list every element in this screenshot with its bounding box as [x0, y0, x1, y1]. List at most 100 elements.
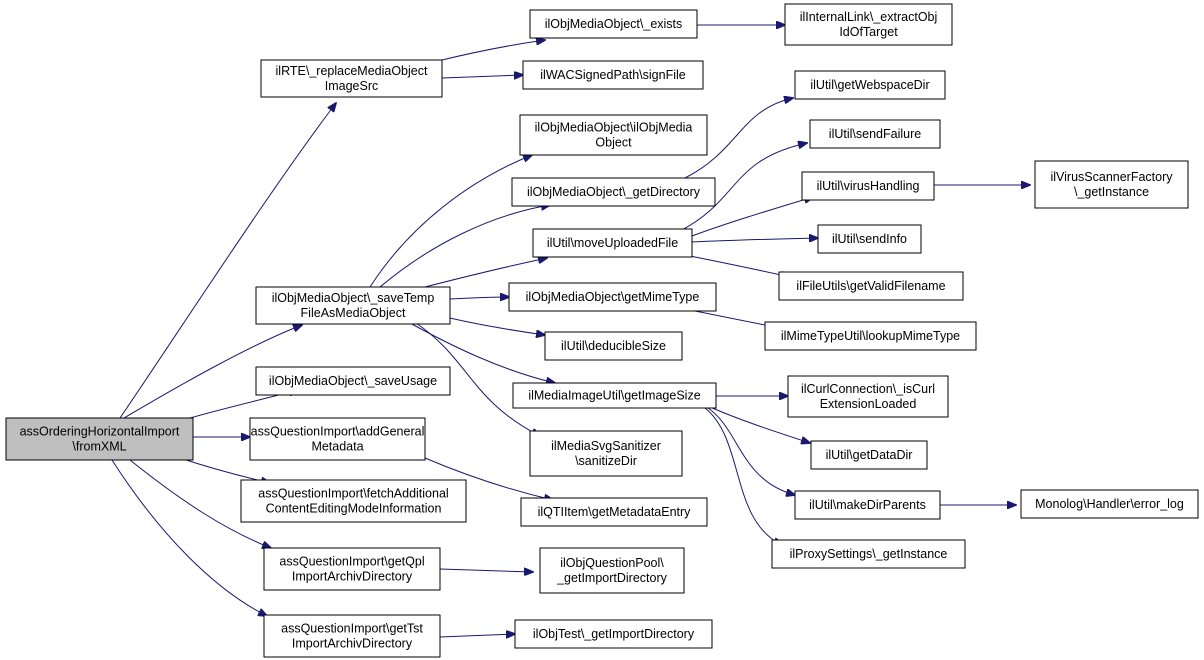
node-label-line: ilObjMediaObject\_saveUsage [269, 374, 437, 388]
node-label-line: ilRTE\_replaceMediaObject [276, 64, 428, 78]
node-box [5, 417, 194, 461]
node-label-line: ilMediaSvgSanitizer [551, 439, 661, 453]
node-box [511, 177, 716, 207]
nodes: assOrderingHorizontalImport\fromXML ilRTE… [5, 3, 1199, 658]
node-box [240, 479, 467, 523]
node-saveUsage[interactable]: ilObjMediaObject\_saveUsage [255, 366, 451, 396]
node-label-line: ilUtil\moveUploadedFile [547, 236, 678, 250]
node-virusHandling[interactable]: ilUtil\virusHandling [801, 171, 935, 201]
node-virusScanner[interactable]: ilVirusScannerFactory\_getInstance [1034, 160, 1189, 209]
node-signFile[interactable]: ilWACSignedPath\signFile [522, 60, 704, 90]
node-box [512, 382, 717, 409]
node-label-line: ImportArchivDirectory [292, 637, 413, 651]
node-label-line: assQuestionImport\addGeneral [251, 425, 425, 439]
edge-saveTemp-to-imageSize [409, 322, 555, 383]
edge-saveTemp-to-getMimeType [449, 297, 509, 299]
node-sendFailure[interactable]: ilUtil\sendFailure [809, 119, 941, 149]
node-box [539, 547, 685, 594]
node-label-line: ilUtil\deducibleSize [561, 339, 666, 353]
edge-saveTemp-to-deducible [449, 317, 545, 335]
node-metadataEntry[interactable]: ilQTIItem\getMetadataEntry [520, 497, 708, 527]
node-label-line: assQuestionImport\getQpl [279, 555, 424, 569]
node-label-line: \fromXML [72, 440, 126, 454]
node-getQpl[interactable]: assQuestionImport\getQplImportArchivDire… [263, 547, 441, 591]
edges [111, 25, 1030, 637]
node-label-line: ilObjMediaObject\_exists [545, 17, 683, 31]
node-box [1020, 489, 1199, 519]
node-label-line: ilObjMediaObject\ilObjMedia [535, 121, 693, 135]
node-tstImportDir[interactable]: ilObjTest\_getImportDirectory [514, 619, 713, 649]
node-label-line: ilUtil\makeDirParents [809, 498, 926, 512]
node-label-line: ilUtil\getDataDir [826, 448, 913, 462]
node-imageSize[interactable]: ilMediaImageUtil\getImageSize [512, 382, 717, 409]
node-label-line: ilUtil\sendFailure [829, 127, 921, 141]
node-box [255, 286, 451, 325]
node-label-line: Monolog\Handler\error_log [1035, 497, 1184, 511]
node-getTst[interactable]: assQuestionImport\getTstImportArchivDire… [263, 614, 441, 658]
node-sendInfo[interactable]: ilUtil\sendInfo [817, 224, 922, 254]
node-label-line: \_getInstance [1074, 185, 1149, 199]
node-box [544, 331, 683, 361]
node-box [260, 59, 443, 98]
node-errorLog[interactable]: Monolog\Handler\error_log [1020, 489, 1199, 519]
node-makeDirParents[interactable]: ilUtil\makeDirParents [794, 490, 941, 520]
node-label-line: ilVirusScannerFactory [1050, 170, 1173, 184]
node-label-line: ilObjMediaObject\_getDirectory [527, 185, 701, 199]
node-label-line: ilObjTest\_getImportDirectory [533, 627, 695, 641]
node-label-line: ilCurlConnection\_isCurl [801, 382, 935, 396]
edge-imageSize-to-proxy [704, 407, 782, 545]
edge-getQpl-to-qplImportDir [439, 569, 533, 572]
node-label-line: assQuestionImport\fetchAdditional [258, 487, 448, 501]
node-box [249, 417, 426, 461]
edge-moveUploaded-to-sendFailure [679, 143, 807, 232]
node-box [809, 119, 941, 149]
node-root[interactable]: assOrderingHorizontalImport\fromXML [5, 417, 194, 461]
node-proxy[interactable]: ilProxySettings\_getInstance [771, 539, 966, 569]
node-dataDir[interactable]: ilUtil\getDataDir [810, 440, 928, 470]
node-box [771, 539, 966, 569]
node-label-line: ilObjMediaObject\getMimeType [526, 290, 700, 304]
node-qplImportDir[interactable]: ilObjQuestionPool\_getImportDirectory [539, 547, 685, 594]
node-svgSanitizer[interactable]: ilMediaSvgSanitizer\sanitizeDir [529, 430, 683, 477]
edge-moveUploaded-to-virusHandling [691, 197, 813, 237]
node-validFilename[interactable]: ilFileUtils\getValidFilename [778, 271, 964, 301]
node-box [794, 490, 941, 520]
node-box [514, 619, 713, 649]
node-ctor[interactable]: ilObjMediaObject\ilObjMediaObject [519, 114, 708, 156]
node-label-line: ilObjQuestionPool\ [560, 556, 664, 570]
node-deducible[interactable]: ilUtil\deducibleSize [544, 331, 683, 361]
node-getMimeType[interactable]: ilObjMediaObject\getMimeType [508, 282, 717, 312]
edge-getTst-to-tstImportDir [439, 634, 515, 637]
edge-root-to-fetchAdditional [179, 457, 270, 483]
node-label-line: Metadata [311, 440, 363, 454]
node-fetchAdditional[interactable]: assQuestionImport\fetchAdditionalContent… [240, 479, 467, 523]
node-label-line: ilWACSignedPath\signFile [540, 68, 685, 82]
node-label-line: IdOfTarget [839, 25, 898, 39]
node-box [784, 3, 953, 46]
node-exists[interactable]: ilObjMediaObject\_exists [529, 9, 698, 39]
edge-imageSize-to-dataDir [709, 406, 810, 443]
node-label-line: ilObjMediaObject\_saveTemp [272, 291, 435, 305]
node-label-line: ilProxySettings\_getInstance [790, 547, 948, 561]
node-moveUploaded[interactable]: ilUtil\moveUploadedFile [532, 228, 693, 258]
edge-addGeneral-to-metadataEntry [424, 457, 553, 500]
node-box [787, 375, 949, 418]
node-label-line: ImageSrc [325, 79, 379, 93]
edge-moveUploaded-to-sendInfo [691, 238, 818, 243]
edge-saveTemp-to-svgSanitizer [415, 322, 540, 436]
node-label-line: Object [595, 136, 632, 150]
node-box [529, 9, 698, 39]
node-label-line: assOrderingHorizontalImport [20, 425, 180, 439]
node-getDirectory[interactable]: ilObjMediaObject\_getDirectory [511, 177, 716, 207]
node-label-line: ContentEditingModeInformation [266, 502, 442, 516]
node-saveTemp[interactable]: ilObjMediaObject\_saveTempFileAsMediaObj… [255, 286, 451, 325]
node-webspace[interactable]: ilUtil\getWebspaceDir [794, 70, 946, 100]
node-label-line: \sanitizeDir [575, 454, 637, 468]
node-lookupMime[interactable]: ilMimeTypeUtil\lookupMimeType [764, 321, 977, 351]
node-box [532, 228, 693, 258]
